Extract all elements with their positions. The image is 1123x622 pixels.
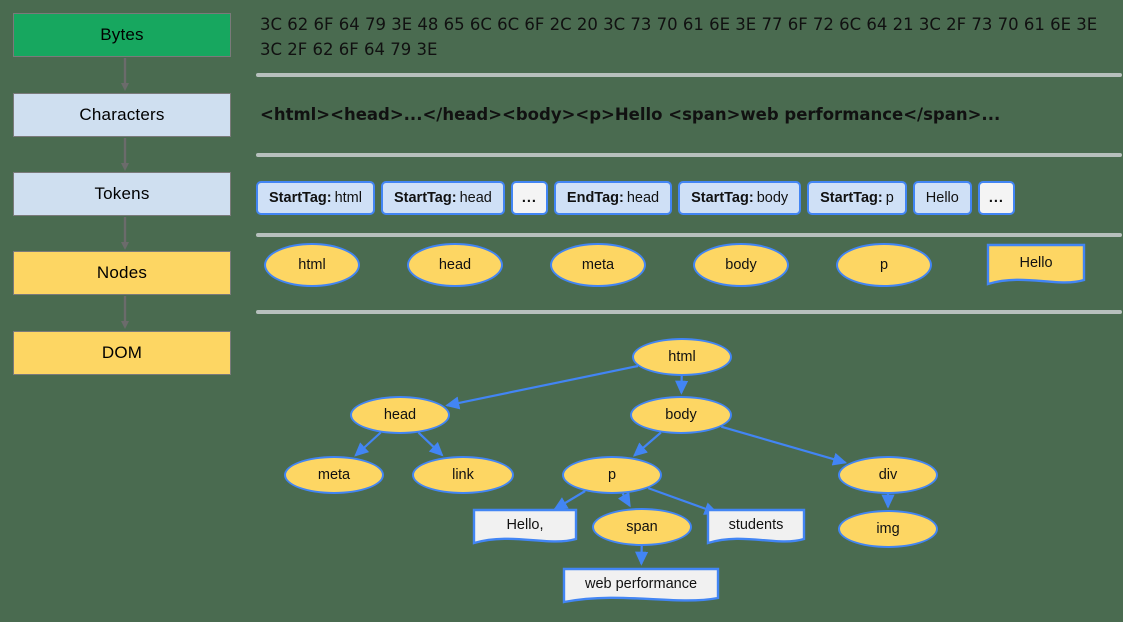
token-chip[interactable]: StartTag:html xyxy=(256,181,375,215)
token-chip[interactable]: ... xyxy=(510,181,548,215)
dom-edge-body-p xyxy=(632,431,662,457)
separator-line-2 xyxy=(256,153,1122,157)
dom-edge-p-span xyxy=(617,491,631,508)
dom-edge-p-hello xyxy=(553,490,586,511)
token-value: ... xyxy=(521,190,537,206)
token-kind: StartTag: xyxy=(269,190,332,206)
dom-node-p[interactable]: p xyxy=(562,456,662,494)
node-ellipse[interactable]: p xyxy=(836,243,932,287)
pipeline-arrow-1 xyxy=(121,138,129,171)
dom-edge-head-link xyxy=(417,431,444,457)
token-value: p xyxy=(885,190,894,206)
dom-node-meta[interactable]: meta xyxy=(284,456,384,494)
token-chip[interactable]: ... xyxy=(977,181,1015,215)
pipeline-arrow-2 xyxy=(121,217,129,250)
token-kind: StartTag: xyxy=(691,190,754,206)
separator-line-1 xyxy=(256,73,1122,77)
dom-text-node-web-performance[interactable]: web performance xyxy=(562,567,720,605)
dom-node-label: web performance xyxy=(584,576,698,592)
token-chip[interactable]: Hello xyxy=(912,181,972,215)
token-kind: StartTag: xyxy=(820,190,883,206)
dom-node-html[interactable]: html xyxy=(632,338,732,376)
dom-edge-body-div xyxy=(720,425,848,466)
dom-node-div[interactable]: div xyxy=(838,456,938,494)
token-value: head xyxy=(626,190,660,206)
dom-node-span[interactable]: span xyxy=(592,508,692,546)
dom-node-link[interactable]: link xyxy=(412,456,514,494)
dom-tree-edges xyxy=(354,364,895,566)
dom-node-img[interactable]: img xyxy=(838,510,938,548)
token-chip[interactable]: StartTag:p xyxy=(807,181,907,215)
bytes-hex-text: 3C 62 6F 64 79 3E 48 65 6C 6C 6F 2C 20 3… xyxy=(260,15,1098,59)
nodes-row: html head meta body p Hello xyxy=(256,243,1122,297)
token-value: ... xyxy=(988,190,1004,206)
pipeline-arrow-3 xyxy=(121,296,129,329)
token-chip[interactable]: StartTag:body xyxy=(678,181,802,215)
characters-markup-text: <html><head>...</head><body><p>Hello <sp… xyxy=(260,105,1001,124)
dom-node-body[interactable]: body xyxy=(630,396,732,434)
token-value: body xyxy=(756,190,789,206)
dom-node-label: students xyxy=(728,517,784,533)
pipeline-stage-bytes: Bytes xyxy=(13,13,231,57)
node-ellipse[interactable]: body xyxy=(693,243,789,287)
dom-edge-head-meta xyxy=(354,431,382,457)
dom-node-label: Hello, xyxy=(506,517,544,533)
separator-line-4 xyxy=(256,310,1122,314)
token-chip[interactable]: EndTag:head xyxy=(553,181,673,215)
token-value: html xyxy=(334,190,362,206)
pipeline-stage-tokens: Tokens xyxy=(13,172,231,216)
node-text-doc[interactable]: Hello xyxy=(986,243,1086,287)
pipeline-stage-nodes: Nodes xyxy=(13,251,231,295)
pipeline-arrow-0 xyxy=(121,58,129,91)
node-ellipse[interactable]: html xyxy=(264,243,360,287)
pipeline-stage-characters: Characters xyxy=(13,93,231,137)
dom-edge-html-head xyxy=(445,364,639,410)
token-value: Hello xyxy=(925,190,959,206)
dom-edge-p-students xyxy=(647,487,719,515)
dom-text-node-students[interactable]: students xyxy=(706,508,806,546)
node-label: Hello xyxy=(1019,255,1053,271)
token-kind: StartTag: xyxy=(393,190,457,206)
node-ellipse[interactable]: meta xyxy=(550,243,646,287)
dom-node-head[interactable]: head xyxy=(350,396,450,434)
separator-line-3 xyxy=(256,233,1122,237)
token-chip[interactable]: StartTag:head xyxy=(380,181,505,215)
token-value: head xyxy=(459,190,492,206)
token-kind: EndTag: xyxy=(566,190,624,206)
dom-text-node-hello[interactable]: Hello, xyxy=(472,508,578,546)
pipeline-stage-dom: DOM xyxy=(13,331,231,375)
node-ellipse[interactable]: head xyxy=(407,243,503,287)
